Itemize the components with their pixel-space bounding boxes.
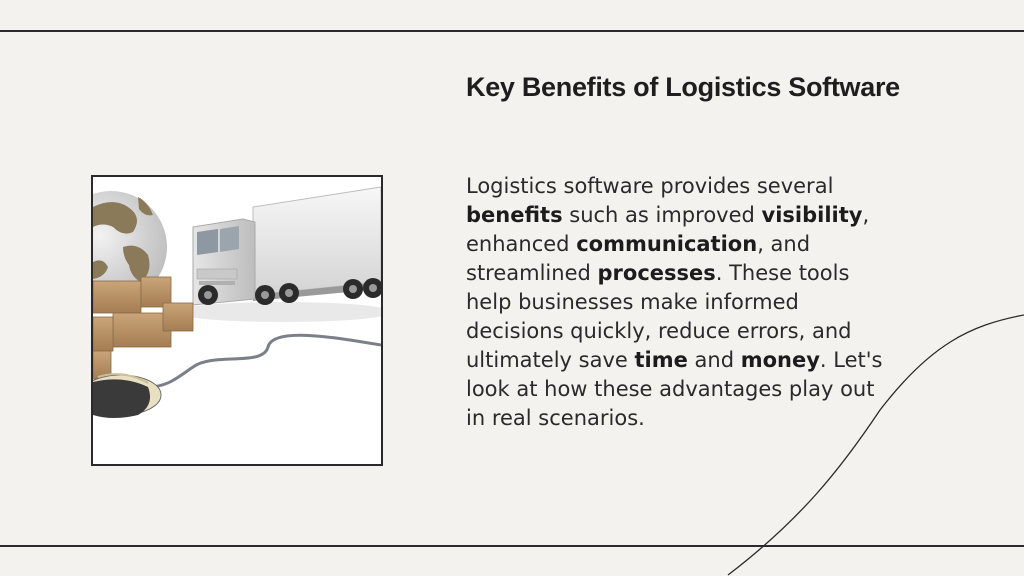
paragraph-segment: such as improved	[562, 203, 762, 227]
paragraph-segment: , enhanced	[466, 203, 870, 256]
paragraph-segment: Logistics software provides several	[466, 174, 834, 198]
paragraph-segment: , and streamlined	[466, 232, 811, 285]
emphasis-term: processes	[597, 261, 716, 285]
globe-icon	[93, 191, 167, 303]
bottom-divider	[0, 545, 1024, 547]
paragraph-segment: and	[687, 348, 741, 372]
emphasis-term: time	[634, 348, 688, 372]
slide-paragraph: Logistics software provides several bene…	[466, 172, 896, 433]
logistics-illustration-icon	[91, 175, 383, 466]
top-divider	[0, 30, 1024, 32]
emphasis-term: money	[740, 348, 820, 372]
truck-icon	[192, 186, 381, 306]
slide-title: Key Benefits of Logistics Software	[466, 72, 900, 102]
mouse-icon	[93, 373, 162, 418]
emphasis-term: communication	[576, 232, 758, 256]
emphasis-term: visibility	[761, 203, 863, 227]
emphasis-term: benefits	[466, 203, 563, 227]
boxes-icon	[93, 276, 194, 380]
